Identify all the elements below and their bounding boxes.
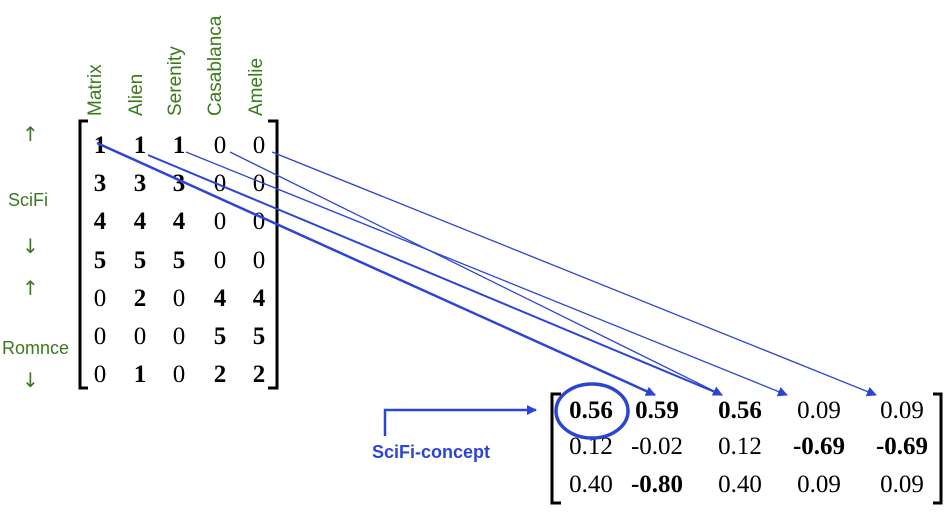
romance-down-arrow-icon: ↓ xyxy=(22,368,39,392)
matrix-cell: 5 xyxy=(133,247,147,274)
romance-up-arrow-icon: ↑ xyxy=(22,276,39,300)
ratings-matrix-right-bracket xyxy=(268,119,279,390)
matrix-cell: 0 xyxy=(252,247,266,274)
arrow-matrix-to-v1 xyxy=(96,141,656,397)
matrix-cell: 2 xyxy=(252,361,266,388)
concept-matrix-cell: 0.12 xyxy=(718,433,762,460)
matrix-cell: 3 xyxy=(93,170,107,197)
matrix-cell: 0 xyxy=(172,285,186,312)
highlight-circle xyxy=(554,382,630,440)
matrix-cell: 0 xyxy=(252,132,266,159)
matrix-cell: 0 xyxy=(93,361,107,388)
matrix-cell: 1 xyxy=(172,132,186,159)
scifi-up-arrow-icon: ↑ xyxy=(22,122,39,146)
arrow-casablanca-to-v4 xyxy=(229,151,723,396)
concept-matrix-cell: 0.09 xyxy=(880,397,924,424)
concept-matrix-left-bracket xyxy=(550,392,561,505)
matrix-cell: 0 xyxy=(213,247,227,274)
matrix-cell: 5 xyxy=(172,247,186,274)
matrix-cell: 2 xyxy=(133,285,147,312)
matrix-cell: 4 xyxy=(213,285,227,312)
matrix-cell: 3 xyxy=(133,170,147,197)
ratings-matrix-left-bracket xyxy=(78,119,88,390)
scifi-group-label: SciFi xyxy=(8,190,48,210)
matrix-cell: 0 xyxy=(93,323,107,350)
arrow-amelie-to-v5 xyxy=(271,151,877,397)
arrow-serenity-to-v3 xyxy=(185,151,788,397)
matrix-cell: 0 xyxy=(213,208,227,235)
scifi-down-arrow-icon: ↓ xyxy=(22,234,39,258)
matrix-cell: 0 xyxy=(133,323,147,350)
matrix-cell: 4 xyxy=(172,208,186,235)
concept-matrix-cell: -0.69 xyxy=(792,433,846,460)
matrix-cell: 0 xyxy=(213,132,227,159)
matrix-cell: 2 xyxy=(213,361,227,388)
matrix-cell: 4 xyxy=(93,208,107,235)
matrix-cell: 4 xyxy=(133,208,147,235)
matrix-cell: 1 xyxy=(133,132,147,159)
concept-matrix-cell: 0.40 xyxy=(569,471,613,498)
matrix-cell: 0 xyxy=(252,170,266,197)
concept-matrix-right-bracket xyxy=(933,392,943,505)
concept-matrix-cell: -0.69 xyxy=(875,433,929,460)
matrix-cell: 4 xyxy=(252,285,266,312)
matrix-cell: 0 xyxy=(93,285,107,312)
romance-group-label: Romnce xyxy=(2,338,70,358)
concept-matrix-cell: 0.09 xyxy=(797,471,841,498)
concept-matrix-cell: 0.09 xyxy=(880,471,924,498)
matrix-cell: 5 xyxy=(93,247,107,274)
matrix-cell: 0 xyxy=(172,361,186,388)
arrow-alien-to-v2 xyxy=(147,154,723,396)
concept-matrix-cell: 0.56 xyxy=(718,397,762,424)
scifi-concept-label: SciFi-concept xyxy=(372,442,491,462)
concept-matrix-cell: 0.40 xyxy=(718,471,762,498)
matrix-cell: 0 xyxy=(172,323,186,350)
matrix-cell: 0 xyxy=(213,170,227,197)
concept-matrix-cell: -0.80 xyxy=(630,471,684,498)
concept-pointer-arrow xyxy=(383,405,537,436)
concept-matrix-cell: 0.59 xyxy=(635,397,679,424)
matrix-cell: 1 xyxy=(133,361,147,388)
matrix-cell: 5 xyxy=(213,323,227,350)
concept-matrix-cell: 0.56 xyxy=(569,397,613,424)
concept-matrix-cell: -0.02 xyxy=(630,433,684,460)
matrix-cell: 5 xyxy=(252,323,266,350)
concept-matrix-cell: 0.09 xyxy=(797,397,841,424)
